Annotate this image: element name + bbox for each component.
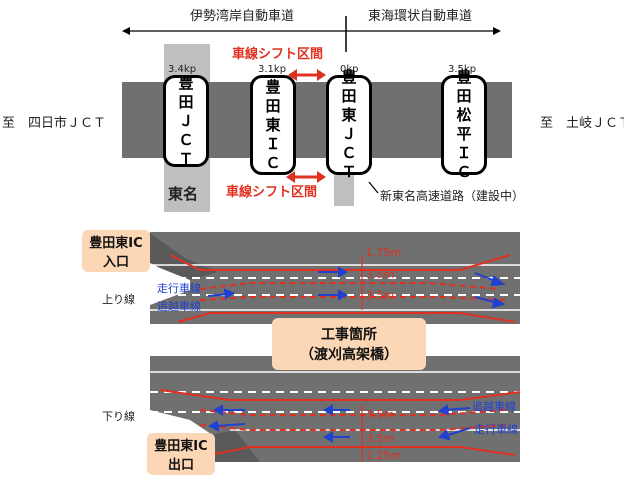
section-extent-arrows (122, 16, 501, 52)
up-entrance-ramp (148, 232, 218, 280)
shin-tomei-leader (368, 181, 379, 194)
dim-up-3: 3.5m (366, 289, 395, 302)
up-line-label: 上り線 (102, 293, 135, 306)
shin-tomei-label: 新東名高速道路（建設中） (380, 189, 525, 203)
dim-up-1: 1.75m (366, 246, 402, 259)
down-overtake-lane-label: 追越車線 (472, 400, 516, 413)
kp-toyota-higashi-jct: 0kp (340, 64, 359, 75)
dim-down-2: 3.5m (366, 432, 395, 445)
dim-up-2: 3.5m (366, 268, 395, 281)
shift-arrows (286, 69, 326, 183)
shift-section-label-top: 車線シフト区間 (232, 47, 324, 62)
up-travel-lane-label: 走行車線 (157, 282, 201, 295)
node-toyota-higashi-ic: 豊田東ＩＣ (250, 75, 296, 175)
kp-toyota-matsudaira-ic: 3.5kp (448, 64, 477, 75)
up-overtake-lane-label: 追越車線 (157, 300, 201, 313)
section-label-isewangan: 伊勢湾岸自動車道 (190, 9, 295, 24)
dim-down-3: 1.25m (366, 449, 402, 462)
tomei-label: 東名 (168, 185, 199, 203)
dim-down-1: 3.5m (366, 408, 395, 421)
toyota-higashi-ic-exit: 豊田東IC 出口 (147, 433, 215, 475)
down-travel-lane-label: 走行車線 (474, 423, 518, 436)
destination-yokkaichi: 至 四日市ＪＣＴ (2, 116, 107, 131)
kp-toyota-jct: 3.4kp (168, 64, 197, 75)
node-toyota-higashi-jct: 豊田東ＪＣＴ (326, 68, 372, 181)
destination-toki: 至 土岐ＪＣＴ (540, 116, 624, 131)
node-toyota-matsudaira-ic: 豊田松平ＩＣ (441, 68, 487, 181)
down-line-label: 下り線 (102, 410, 135, 423)
construction-site-box: 工事箇所 （渡刈高架橋） (272, 318, 426, 370)
section-label-tokaikanjo: 東海環状自動車道 (368, 9, 473, 24)
shift-section-label-bottom: 車線シフト区間 (226, 185, 318, 200)
toyota-higashi-ic-entrance: 豊田東IC 入口 (82, 230, 150, 272)
node-toyota-jct: 豊田ＪＣＴ (163, 74, 209, 168)
kp-toyota-higashi-ic: 3.1kp (258, 64, 287, 75)
